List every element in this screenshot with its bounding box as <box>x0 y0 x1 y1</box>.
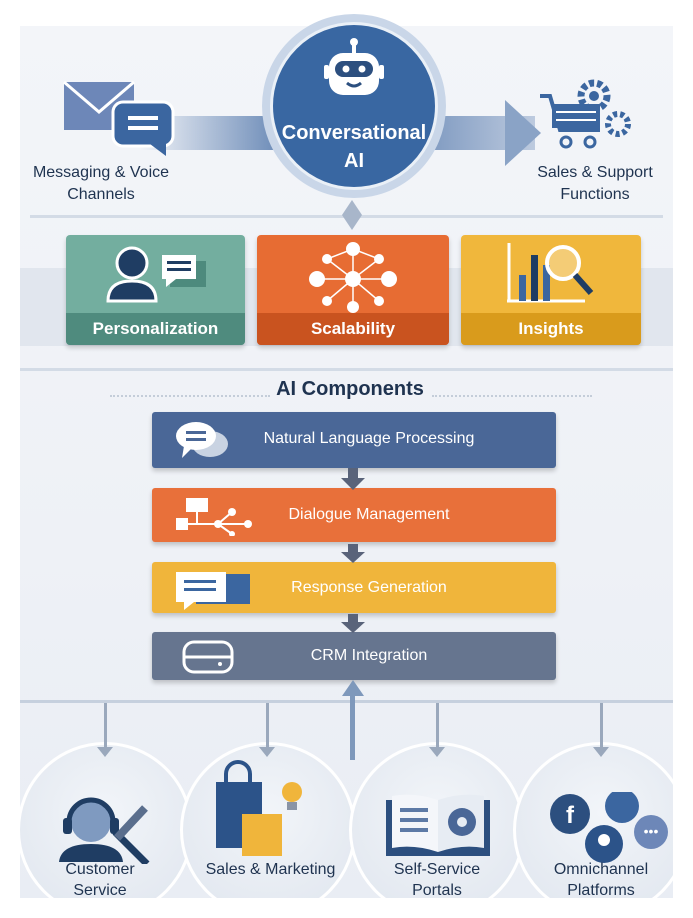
side-mask <box>673 700 693 918</box>
chat-bubbles-icon <box>176 422 228 458</box>
component-label: CRM Integration <box>310 647 428 664</box>
diamond-connector-icon <box>342 200 362 230</box>
hub-circle: Conversational AI <box>262 14 446 198</box>
benefit-label: Insights <box>461 313 641 345</box>
inputs-label-line1: Messaging & Voice <box>32 164 170 181</box>
inputs-label-line2: Channels <box>67 186 135 203</box>
book-gear-icon <box>386 794 490 856</box>
application-label: Sales & Marketing <box>193 859 348 880</box>
component-label: Dialogue Management <box>288 506 450 523</box>
step-arrows-icon <box>341 468 365 633</box>
side-mask <box>0 700 20 918</box>
benefit-card-scalability: Scalability <box>257 235 449 345</box>
arrow-up-icon <box>342 680 364 696</box>
svg-text:•••: ••• <box>644 823 659 839</box>
shopping-bag-icon <box>216 760 302 856</box>
chart-magnifier-icon <box>507 243 594 303</box>
benefit-card-personalization: Personalization <box>66 235 245 345</box>
application-label-line1: Customer <box>65 861 135 878</box>
component-crm: CRM Integration <box>152 632 556 680</box>
down-arrow <box>429 703 445 757</box>
application-label-line1: Self-Service <box>393 861 481 878</box>
bottom-mask <box>0 898 693 918</box>
svg-text:f: f <box>566 802 575 829</box>
down-arrow <box>97 703 113 757</box>
application-label-line2: Platforms <box>567 882 635 899</box>
up-arrow <box>350 690 355 760</box>
outputs-label-line1: Sales & Support <box>537 164 653 181</box>
component-nlp: Natural Language Processing <box>152 412 556 468</box>
divider <box>20 700 673 703</box>
robot-icon <box>324 38 384 95</box>
cart-gears-icon <box>540 79 631 149</box>
benefit-card-insights: Insights <box>461 235 641 345</box>
arrow-right-icon <box>505 100 541 166</box>
hub-title-line1: Conversational <box>281 122 427 144</box>
application-label-line1: Sales & Marketing <box>205 861 336 878</box>
outputs-label-line2: Functions <box>560 186 630 203</box>
components-title: AI Components <box>276 378 424 400</box>
envelope-chat-icon <box>63 80 175 156</box>
network-icon <box>309 242 397 313</box>
application-label-line2: Portals <box>412 882 462 899</box>
application-label-line1: Omnichannel <box>553 861 649 878</box>
benefit-label: Scalability <box>257 313 449 345</box>
down-arrow <box>259 703 275 757</box>
component-label: Natural Language Processing <box>263 430 475 447</box>
component-response: Response Generation <box>152 562 556 613</box>
dotted-line-right <box>432 395 592 397</box>
application-label-line2: Service <box>73 882 127 899</box>
person-chat-icon <box>106 246 206 303</box>
application-label: Customer Service <box>25 859 175 901</box>
dotted-line-left <box>110 395 270 397</box>
application-label: Omnichannel Platforms <box>526 859 676 901</box>
component-label: Response Generation <box>291 579 447 596</box>
message-icon <box>176 572 250 610</box>
component-dialogue: Dialogue Management <box>152 488 556 542</box>
flowchart-icon <box>176 498 252 536</box>
database-icon <box>182 640 234 674</box>
down-arrow <box>593 703 609 757</box>
divider <box>20 368 673 371</box>
benefit-label: Personalization <box>66 313 245 345</box>
hub-title-line2: AI <box>344 150 364 172</box>
social-icons: f ••• <box>550 792 668 863</box>
application-label: Self-Service Portals <box>362 859 512 901</box>
headset-agent-icon <box>59 797 150 864</box>
